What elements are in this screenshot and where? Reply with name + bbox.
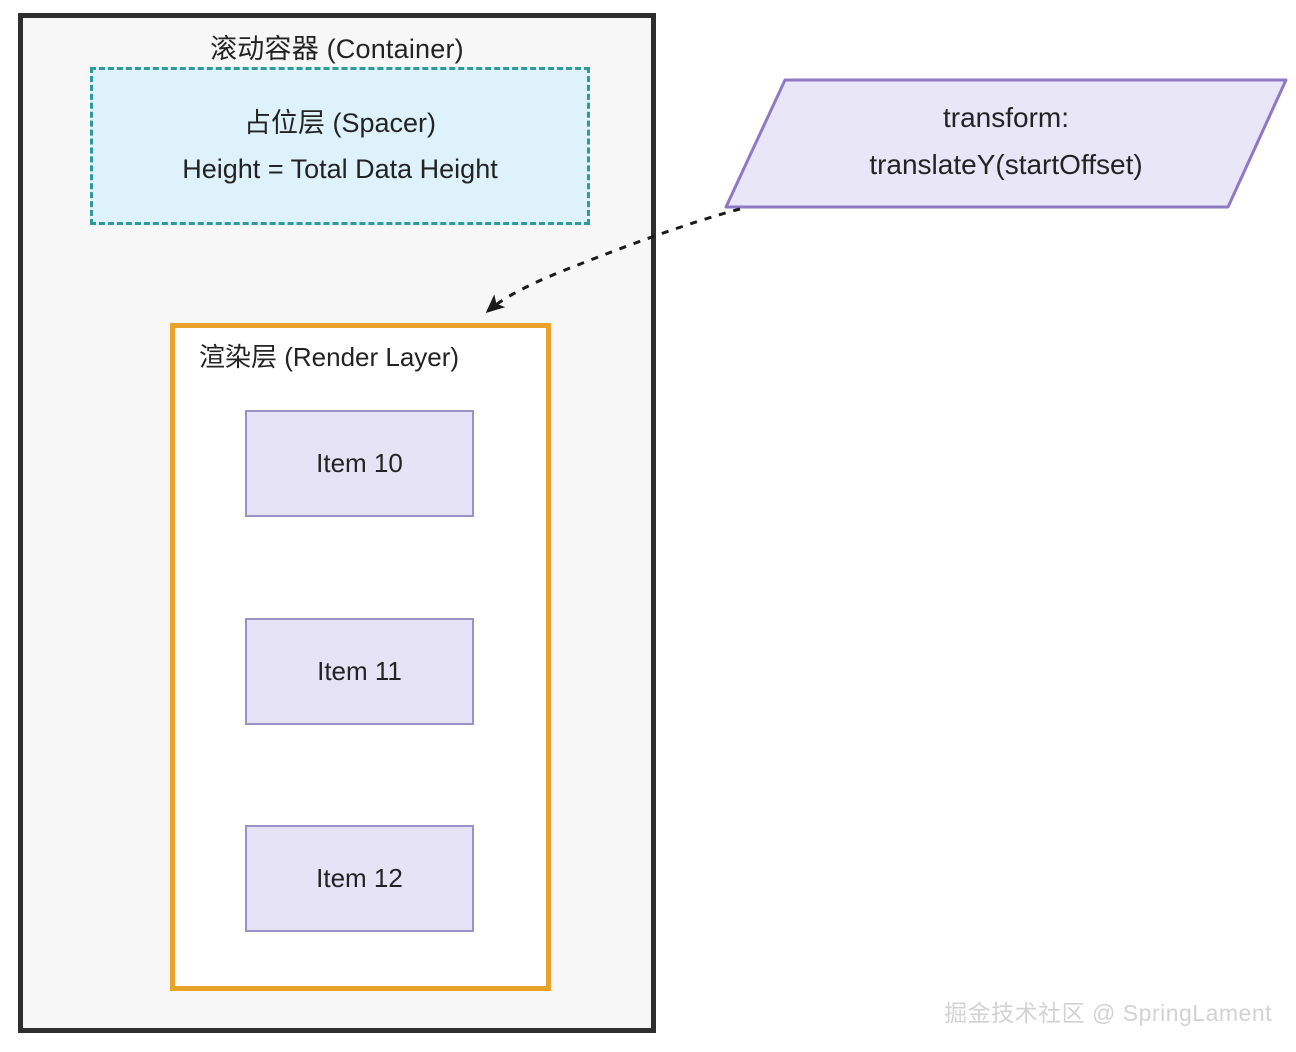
spacer-label-secondary: Height = Total Data Height: [182, 154, 498, 184]
callout-shape: [724, 78, 1288, 209]
render-layer-title: 渲染层 (Render Layer): [199, 342, 460, 372]
render-layer-box: 渲染层 (Render Layer) Item 10 Item 11 Item …: [170, 323, 551, 991]
list-item: Item 10: [245, 410, 474, 517]
watermark-text: 掘金技术社区 @ SpringLament: [944, 1000, 1272, 1026]
scroll-container-title: 滚动容器 (Container): [210, 34, 464, 64]
scroll-container-box: 滚动容器 (Container) 占位层 (Spacer) Height = T…: [18, 13, 656, 1033]
spacer-box: 占位层 (Spacer) Height = Total Data Height: [90, 67, 590, 225]
list-item: Item 12: [245, 825, 474, 932]
spacer-label-primary: 占位层 (Spacer): [243, 108, 437, 138]
transform-callout: transform: translateY(startOffset): [720, 74, 1292, 214]
list-item: Item 11: [245, 618, 474, 725]
